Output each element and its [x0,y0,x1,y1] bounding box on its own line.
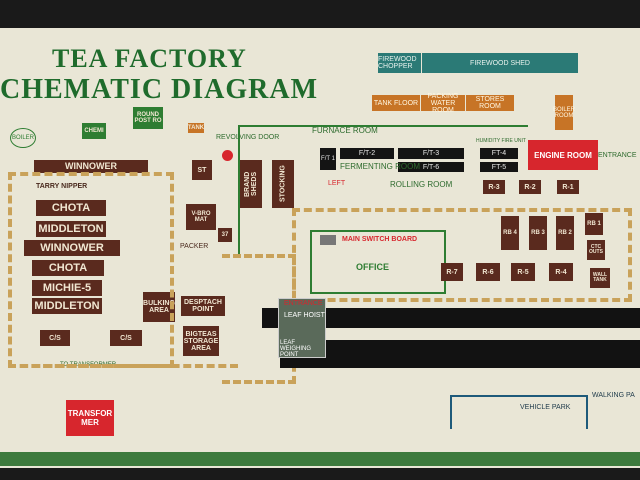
furnace-room: FURNACE ROOM [312,126,378,135]
cs-left: C/S [40,330,70,346]
title-line-1: TEA FACTORY [52,44,247,73]
ft-1: F/T 1 [320,148,336,170]
vehicle-park: VEHICLE PARK [520,404,571,411]
st-box: ST [192,160,212,180]
brand-sheds: BRAND SHEDS [240,160,262,208]
packer: PACKER [180,243,209,250]
r-7: R-7 [441,263,463,281]
sort-michie-5: MICHIE-5 [32,280,102,296]
boiler: BOILER [10,128,36,148]
tarry-nipper: TARRY NIPPER [36,183,88,190]
boiler-room: BOILER ROOM [553,95,575,130]
packing-water-room: PACKING WATER ROOM [421,93,465,114]
big-teas-storage: BIGTEAS STORAGE AREA [183,326,219,356]
r-3: R-3 [483,180,505,194]
title-line-2: CHEMATIC DIAGRAM [0,74,319,105]
ft-3: F/T-3 [398,148,464,159]
wall-left [238,125,240,255]
rb-2: RB 2 [556,216,574,250]
ft-6: F/T-6 [398,162,464,172]
r-6: R-6 [476,263,500,281]
road-upper [262,308,640,328]
stocking: STOCKING [272,160,294,208]
winnower-top: WINNOWER [34,160,148,173]
rb-1: RB 1 [585,213,603,235]
sort-middleton-1: MIDDLETON [36,221,106,237]
r-5: R-5 [511,263,535,281]
sort-middleton-2: MIDDLETON [32,298,102,314]
r-4: R-4 [549,263,573,281]
switch-board-icon [320,235,336,245]
office: OFFICE [356,262,389,272]
path-left-loop [8,172,174,368]
path-bottom [8,364,238,370]
ft-2: F/T-2 [340,148,394,159]
road-lower [280,340,640,368]
rb-4: RB 4 [501,216,519,250]
humidity-fire-unit: HUMIDITY FIRE UNIT [476,138,526,144]
cs-right: C/S [110,330,142,346]
left-label: LEFT [328,180,346,187]
ctc-outs: CTC OUTS [587,240,605,260]
ft-5: FT-5 [480,162,518,172]
firewood-shed: FIREWOOD SHED [422,53,578,73]
despatch-point: DESPTACH POINT [181,296,225,316]
num-37: 37 [218,228,232,242]
path-right [292,208,632,302]
vehicle-park-frame [450,395,588,429]
entrance-right: ENTRANCE [598,152,637,159]
transformer: TRANSFOR MER [66,400,114,436]
revolving-door-label: REVOLVING DOOR [216,134,280,141]
stores-room: STORES ROOM [466,95,514,111]
sort-winnower: WINNOWER [24,240,120,256]
sort-chota-1: CHOTA [36,200,106,216]
round-post: ROUND POST RO [133,107,163,129]
leaf-weighing-point: LEAF WEIGHING POINT [280,340,311,358]
sort-chota-2: CHOTA [32,260,104,276]
bulking-area: BULKING AREA [143,292,175,322]
firewood-chopper: FIREWOOD CHOPPER [378,53,421,73]
main-switch-board: MAIN SWITCH BOARD [342,236,418,243]
leaf-hoist: LEAF HOIST [284,312,325,319]
engine-room: ENGINE ROOM [528,140,598,170]
entrance-leaf: ENTRANCE [284,300,323,307]
v-bro-mat: V-BRO MAT [186,204,216,230]
revolving-door-icon [222,150,233,161]
chemi: CHEMI [82,123,106,139]
r-1: R-1 [557,180,579,194]
tank: TANK [188,123,204,133]
walking-path: WALKING PA [592,392,635,399]
ft-4: FT-4 [480,148,518,159]
wall-tank: WALL TANK [590,268,610,288]
board-bottom-frame [0,452,640,466]
leaf-hoist-block [278,298,326,358]
tank-floor: TANK FLOOR [372,95,420,111]
rolling-room: ROLLING ROOM [390,180,453,189]
office-wall [310,230,446,294]
r-2: R-2 [519,180,541,194]
rb-3: RB 3 [529,216,547,250]
wall-top [238,125,528,127]
fermenting-room: FERMENTING ROOM [340,162,420,171]
